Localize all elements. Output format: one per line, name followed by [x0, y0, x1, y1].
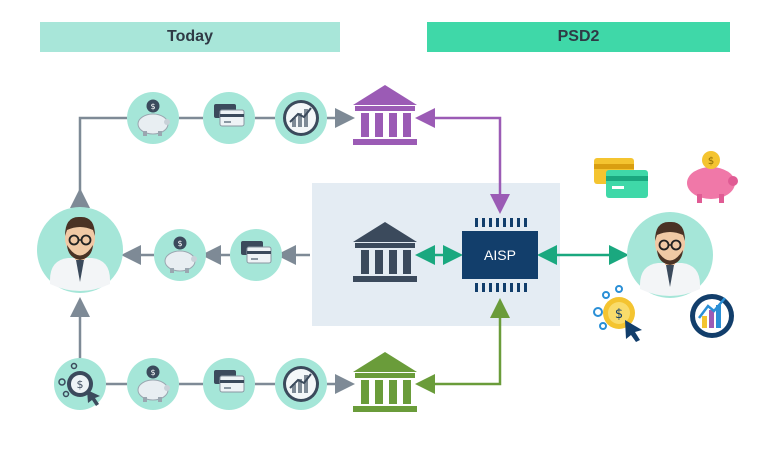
- green-bank-aisp-link: [415, 298, 510, 394]
- bank-icon-purple: [353, 85, 417, 145]
- header-psd2: PSD2: [427, 22, 730, 52]
- bank-icon-dark: [353, 222, 417, 282]
- svg-text:$: $: [615, 307, 623, 322]
- piggy-bank-icon: [126, 357, 180, 411]
- credit-card-icon: [202, 91, 256, 145]
- person-icon-psd2: [626, 211, 714, 299]
- piggy-bank-icon: [126, 91, 180, 145]
- growth-chart-icon: [274, 91, 328, 145]
- piggy-bank-color-icon: $: [687, 151, 738, 203]
- bank-icon-green: [353, 352, 417, 412]
- person-icon-today: [36, 206, 124, 294]
- credit-card-icon: [202, 357, 256, 411]
- coin-click-icon: $: [54, 358, 106, 410]
- today-connectors: [70, 108, 355, 394]
- credit-card-icon: [229, 228, 283, 282]
- piggy-bank-icon: [153, 228, 207, 282]
- growth-chart-icon: [274, 357, 328, 411]
- coin-click-color-icon: $: [593, 285, 642, 342]
- aisp-label: AISP: [484, 247, 516, 263]
- chip-icon: [462, 218, 538, 292]
- svg-text:$: $: [77, 378, 84, 391]
- svg-text:$: $: [708, 156, 714, 167]
- credit-cards-color-icon: [594, 158, 648, 198]
- header-today: Today: [40, 22, 340, 52]
- purple-bank-aisp-link: [415, 108, 510, 214]
- growth-chart-color-icon: [690, 294, 734, 338]
